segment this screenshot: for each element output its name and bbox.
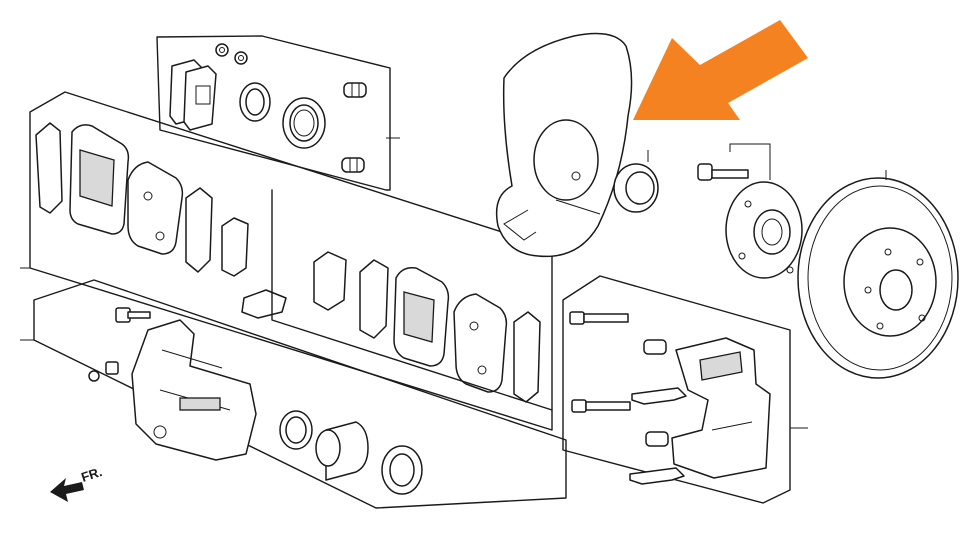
wheel-hub (725, 181, 803, 279)
pad-retainer-clip (631, 387, 687, 405)
caliper-group (20, 279, 567, 509)
caliper-bracket-group (562, 275, 808, 504)
pad-retainer-clip (629, 467, 685, 485)
brake-pad (69, 124, 130, 235)
pad-shim (185, 187, 213, 273)
pad-shim (513, 311, 541, 403)
pad-shim (359, 259, 389, 339)
brake-pad (393, 266, 450, 367)
pin-boot (645, 431, 669, 447)
wheel-bearing (613, 150, 659, 213)
piston-dust-seal (381, 445, 423, 495)
brake-pad-group (20, 91, 553, 431)
front-label: FR. (79, 464, 104, 485)
grease-packet (169, 59, 217, 131)
guide-pin (569, 311, 629, 325)
pad-shim (313, 251, 347, 311)
brake-rotor (797, 170, 959, 379)
highlight-arrow (633, 20, 808, 120)
wear-indicator-clip (241, 289, 287, 319)
pin-boot (643, 339, 667, 355)
dust-seal-ring (282, 97, 326, 149)
wheel-stud (697, 163, 749, 181)
pin-boot (341, 157, 365, 173)
pin-boot (343, 82, 367, 98)
seal-kit-group (156, 35, 400, 191)
caliper-piston-cup (315, 421, 369, 481)
guide-pin (571, 399, 631, 413)
bleeder-screw (88, 361, 119, 382)
arrow-left-icon (50, 478, 84, 502)
brake-pad (127, 161, 184, 255)
brake-pad (453, 293, 508, 393)
small-washer (215, 43, 229, 57)
front-direction-marker: FR. (50, 464, 104, 502)
caliper-body (131, 319, 257, 461)
pad-shim (35, 122, 63, 214)
pad-shim (221, 217, 249, 277)
caliper-bracket (671, 337, 771, 479)
caliper-bolt (115, 307, 151, 323)
piston-seal-ring (239, 82, 271, 122)
small-washer (234, 51, 248, 65)
caliper-piston (279, 410, 313, 450)
brake-dust-shield (495, 32, 633, 258)
